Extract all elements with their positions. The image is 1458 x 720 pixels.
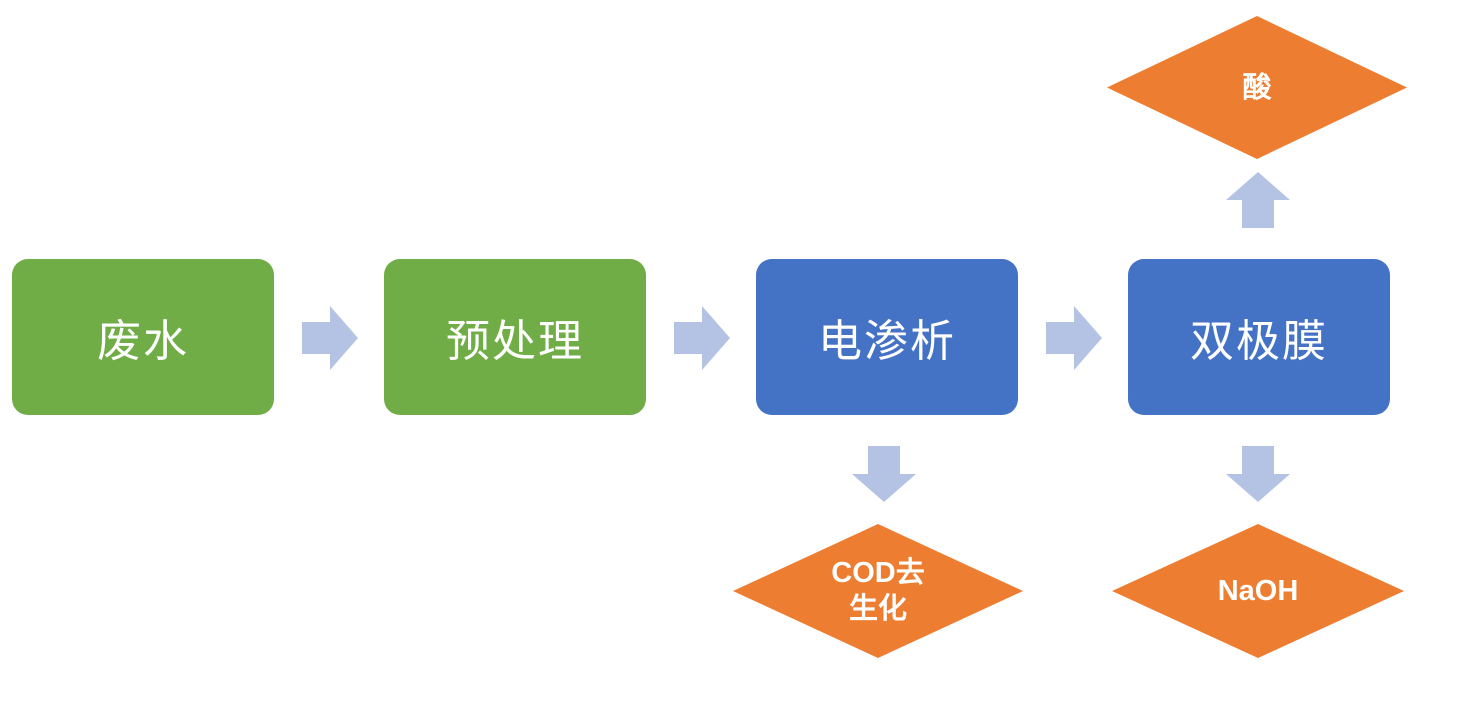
node-electrodialysis: 电渗析: [756, 259, 1018, 415]
diamond-shape: [1112, 524, 1404, 658]
up-arrow-icon: [1226, 172, 1290, 228]
down-arrow-icon: [1226, 446, 1290, 502]
output-acid: 酸: [1107, 16, 1407, 159]
node-electrodialysis-label: 电渗析: [818, 316, 956, 367]
output-acid-label: 酸: [1107, 16, 1407, 159]
right-arrow-icon: [302, 306, 358, 370]
node-pretreatment-label: 预处理: [446, 316, 584, 367]
output-cod-line1: COD去: [831, 557, 925, 589]
down-arrow-icon: [852, 446, 916, 502]
right-arrow-icon: [674, 306, 730, 370]
output-naoh: NaOH: [1112, 524, 1404, 658]
diamond-shape: [733, 524, 1023, 658]
output-naoh-label: NaOH: [1112, 524, 1404, 658]
output-cod-line2: 生化: [848, 593, 907, 625]
node-wastewater-label: 废水: [97, 316, 189, 367]
output-cod: COD去 生化: [733, 524, 1023, 658]
node-bipolar-membrane: 双极膜: [1128, 259, 1390, 415]
node-bipolar-membrane-label: 双极膜: [1190, 316, 1328, 367]
output-cod-label: COD去 生化: [733, 524, 1023, 658]
diamond-shape: [1107, 16, 1407, 159]
output-acid-text: 酸: [1242, 71, 1272, 104]
node-wastewater: 废水: [12, 259, 274, 415]
right-arrow-icon: [1046, 306, 1102, 370]
output-naoh-text: NaOH: [1217, 575, 1299, 607]
node-pretreatment: 预处理: [384, 259, 646, 415]
